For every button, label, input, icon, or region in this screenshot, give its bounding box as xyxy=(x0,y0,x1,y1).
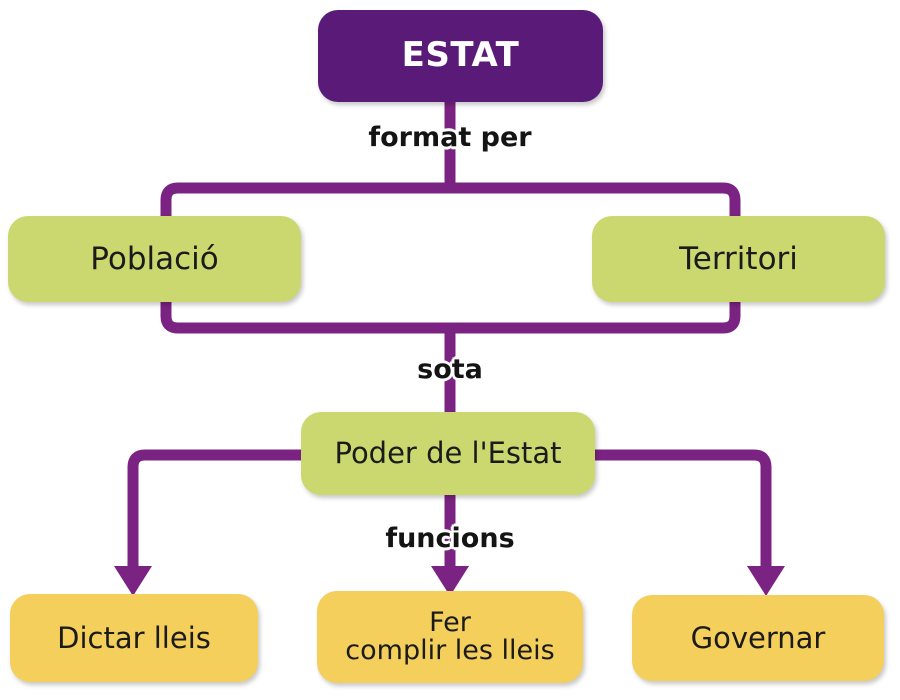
node-territori-label: Territori xyxy=(679,240,798,277)
node-poblacio-label: Població xyxy=(90,240,219,277)
node-poder-de-lestat[interactable]: Poder de l'Estat xyxy=(301,412,595,495)
arrowhead-dictar xyxy=(114,566,152,596)
node-estat-label: ESTAT xyxy=(401,35,520,76)
node-fer-complir-les-lleis[interactable]: Fer complir les lleis xyxy=(317,591,583,683)
edge-label-format-per-text: format per xyxy=(368,122,532,153)
edge-poder-to-dictar xyxy=(127,449,310,566)
node-dictar-lleis-label: Dictar lleis xyxy=(57,620,211,655)
node-governar-label: Governar xyxy=(690,620,826,655)
edge-label-sota: sota xyxy=(375,354,525,385)
arrowhead-governar xyxy=(747,566,785,596)
node-territori[interactable]: Territori xyxy=(592,216,885,302)
edge-label-sota-text: sota xyxy=(417,354,483,385)
node-fer-complir-les-lleis-label-line2: complir les lleis xyxy=(345,635,555,666)
edge-label-funcions-text: funcions xyxy=(385,523,515,554)
edge-label-format-per: format per xyxy=(355,122,545,153)
node-dictar-lleis[interactable]: Dictar lleis xyxy=(10,594,258,682)
node-governar[interactable]: Governar xyxy=(632,595,884,681)
edge-label-funcions: funcions xyxy=(360,523,540,554)
node-poder-de-lestat-label: Poder de l'Estat xyxy=(334,436,562,471)
node-estat[interactable]: ESTAT xyxy=(318,10,603,102)
edge-poder-to-governar xyxy=(585,449,772,566)
node-poblacio[interactable]: Població xyxy=(8,216,301,302)
node-fer-complir-les-lleis-label-line1: Fer xyxy=(429,606,471,638)
